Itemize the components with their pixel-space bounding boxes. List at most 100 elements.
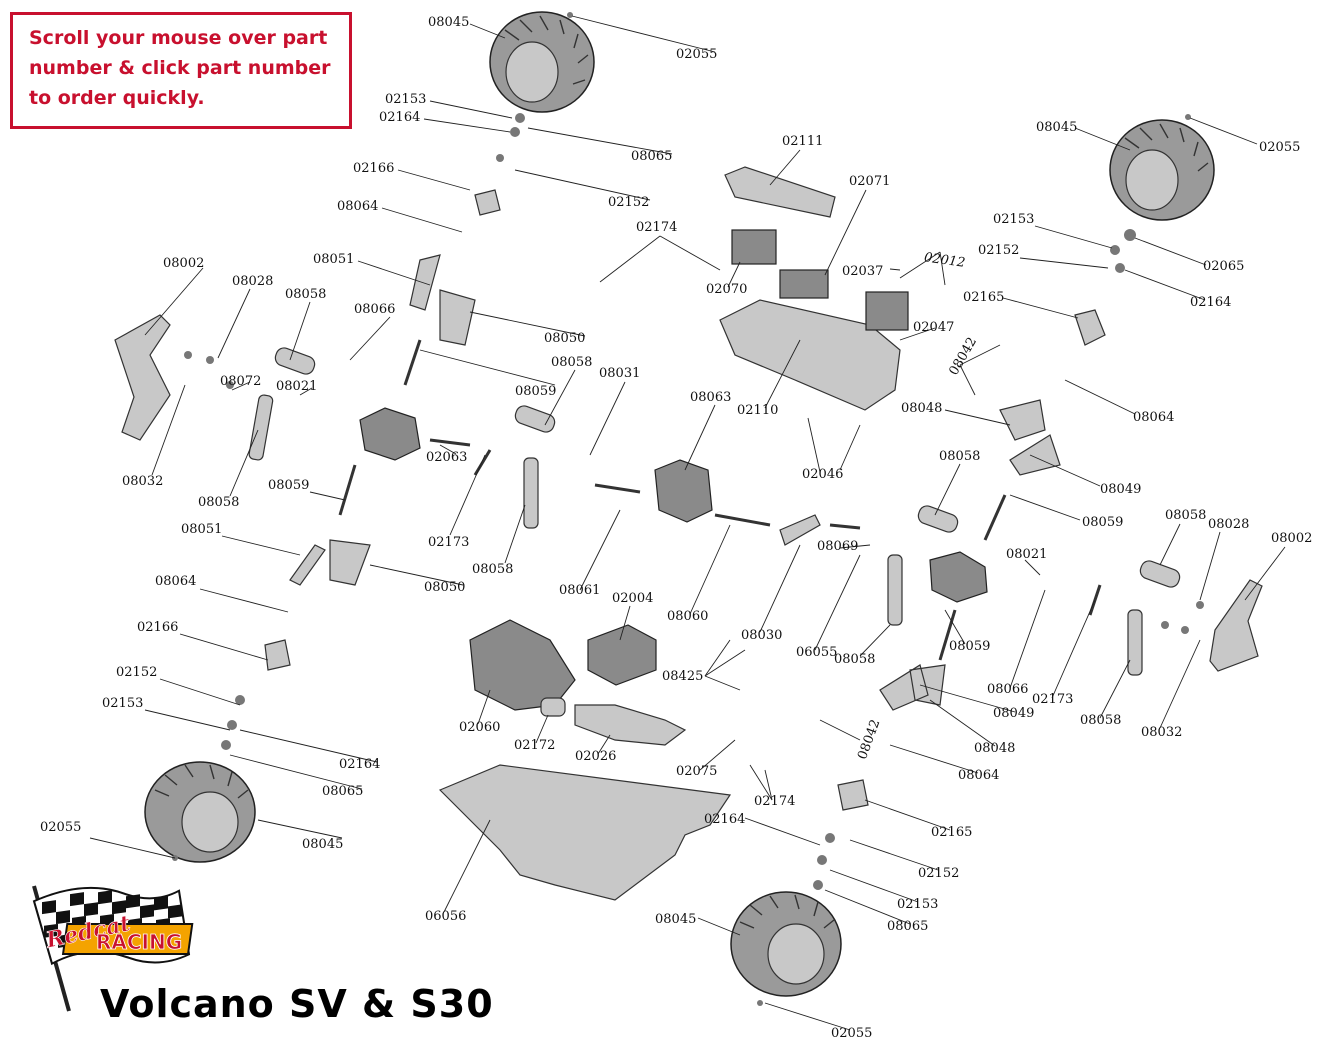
part-02165-a[interactable]: 02165: [963, 290, 1004, 305]
part-02152-c[interactable]: 02152: [978, 243, 1019, 258]
part-02055-c[interactable]: 02055: [1259, 140, 1300, 155]
part-08045-c[interactable]: 08045: [1036, 120, 1077, 135]
shock-absorbers: [248, 347, 1181, 676]
leader-lines: [89, 15, 1286, 1031]
part-02004[interactable]: 02004: [612, 591, 653, 606]
part-08059-c[interactable]: 08059: [1082, 515, 1123, 530]
part-02164-d[interactable]: 02164: [704, 812, 745, 827]
part-08032-a[interactable]: 08032: [122, 474, 163, 489]
part-08021-a[interactable]: 08021: [276, 379, 317, 394]
part-08064-a[interactable]: 08064: [337, 199, 378, 214]
part-08048-a[interactable]: 08048: [901, 401, 942, 416]
part-02153-d[interactable]: 02153: [897, 897, 938, 912]
part-08058-b[interactable]: 08058: [198, 495, 239, 510]
part-02037[interactable]: 02037: [842, 264, 883, 279]
part-02164-b[interactable]: 02164: [339, 757, 380, 772]
part-08065-b[interactable]: 08065: [322, 784, 363, 799]
part-08072[interactable]: 08072: [220, 374, 261, 389]
leader-line: [807, 417, 821, 473]
part-02055-a[interactable]: 02055: [676, 47, 717, 62]
part-08064-d[interactable]: 08064: [958, 768, 999, 783]
part-02046[interactable]: 02046: [802, 467, 843, 482]
part-08066-a[interactable]: 08066: [354, 302, 395, 317]
part-02166-a[interactable]: 02166: [353, 161, 394, 176]
part-08069[interactable]: 08069: [817, 539, 858, 554]
part-02173-a[interactable]: 02173: [428, 535, 469, 550]
part-08021-b[interactable]: 08021: [1006, 547, 1047, 562]
part-02055-d[interactable]: 02055: [831, 1026, 872, 1041]
part-08049-b[interactable]: 08049: [993, 706, 1034, 721]
part-08031[interactable]: 08031: [599, 366, 640, 381]
part-08051-b[interactable]: 08051: [181, 522, 222, 537]
part-02172[interactable]: 02172: [514, 738, 555, 753]
part-02152-b[interactable]: 02152: [116, 665, 157, 680]
leader-line: [579, 509, 621, 591]
part-08066-b[interactable]: 08066: [987, 682, 1028, 697]
part-08060[interactable]: 08060: [667, 609, 708, 624]
part-08049-a[interactable]: 08049: [1100, 482, 1141, 497]
part-08032-b[interactable]: 08032: [1141, 725, 1182, 740]
part-08050-a[interactable]: 08050: [544, 331, 585, 346]
part-08059-a[interactable]: 08059: [268, 478, 309, 493]
part-06056[interactable]: 06056: [425, 909, 466, 924]
part-08061[interactable]: 08061: [559, 583, 600, 598]
part-02065[interactable]: 02065: [1203, 259, 1244, 274]
part-02055-b[interactable]: 02055: [40, 820, 81, 835]
part-08059-d[interactable]: 08059: [949, 639, 990, 654]
part-08064-c[interactable]: 08064: [1133, 410, 1174, 425]
part-08058-c[interactable]: 08058: [551, 355, 592, 370]
part-02070[interactable]: 02070: [706, 282, 747, 297]
part-02153-a[interactable]: 02153: [385, 92, 426, 107]
part-08058-h[interactable]: 08058: [1080, 713, 1121, 728]
part-02111[interactable]: 02111: [782, 134, 823, 149]
part-02165-b[interactable]: 02165: [931, 825, 972, 840]
part-02110[interactable]: 02110: [737, 403, 778, 418]
part-08002-b[interactable]: 08002: [1271, 531, 1312, 546]
part-08048-b[interactable]: 08048: [974, 741, 1015, 756]
part-08045-b[interactable]: 08045: [302, 837, 343, 852]
part-08058-d[interactable]: 08058: [472, 562, 513, 577]
leader-line: [764, 769, 773, 801]
part-08058-f[interactable]: 08058: [1165, 508, 1206, 523]
leader-line: [159, 678, 241, 706]
part-02047[interactable]: 02047: [913, 320, 954, 335]
part-02166-b[interactable]: 02166: [137, 620, 178, 635]
part-08030[interactable]: 08030: [741, 628, 782, 643]
part-02153-c[interactable]: 02153: [993, 212, 1034, 227]
part-08050-b[interactable]: 08050: [424, 580, 465, 595]
part-02060[interactable]: 02060: [459, 720, 500, 735]
part-02164-a[interactable]: 02164: [379, 110, 420, 125]
part-02152-d[interactable]: 02152: [918, 866, 959, 881]
part-02152-a[interactable]: 02152: [608, 195, 649, 210]
part-08002-a[interactable]: 08002: [163, 256, 204, 271]
instruction-line-1: Scroll your mouse over part: [29, 27, 328, 49]
leader-line: [239, 729, 378, 763]
part-08045-a[interactable]: 08045: [428, 15, 469, 30]
part-02012[interactable]: 02012: [923, 250, 966, 271]
part-08425[interactable]: 08425: [662, 669, 703, 684]
front-bumper-left: [114, 314, 171, 441]
part-02075[interactable]: 02075: [676, 764, 717, 779]
part-08065-a[interactable]: 08065: [631, 149, 672, 164]
part-08058-e[interactable]: 08058: [939, 449, 980, 464]
part-08028-a[interactable]: 08028: [232, 274, 273, 289]
part-02063[interactable]: 02063: [426, 450, 467, 465]
part-02174-b[interactable]: 02174: [754, 794, 795, 809]
part-02026[interactable]: 02026: [575, 749, 616, 764]
part-02173-b[interactable]: 02173: [1032, 692, 1073, 707]
part-06055[interactable]: 06055: [796, 645, 837, 660]
part-08059-b[interactable]: 08059: [515, 384, 556, 399]
part-02071[interactable]: 02071: [849, 174, 890, 189]
part-02164-c[interactable]: 02164: [1190, 295, 1231, 310]
part-08028-b[interactable]: 08028: [1208, 517, 1249, 532]
part-02174-a[interactable]: 02174: [636, 220, 677, 235]
part-02153-b[interactable]: 02153: [102, 696, 143, 711]
part-08064-b[interactable]: 08064: [155, 574, 196, 589]
part-08063[interactable]: 08063: [690, 390, 731, 405]
part-08051-a[interactable]: 08051: [313, 252, 354, 267]
part-08058-a[interactable]: 08058: [285, 287, 326, 302]
part-08065-c[interactable]: 08065: [887, 919, 928, 934]
part-08058-g[interactable]: 08058: [834, 652, 875, 667]
part-08045-d[interactable]: 08045: [655, 912, 696, 927]
leader-line: [144, 267, 204, 336]
